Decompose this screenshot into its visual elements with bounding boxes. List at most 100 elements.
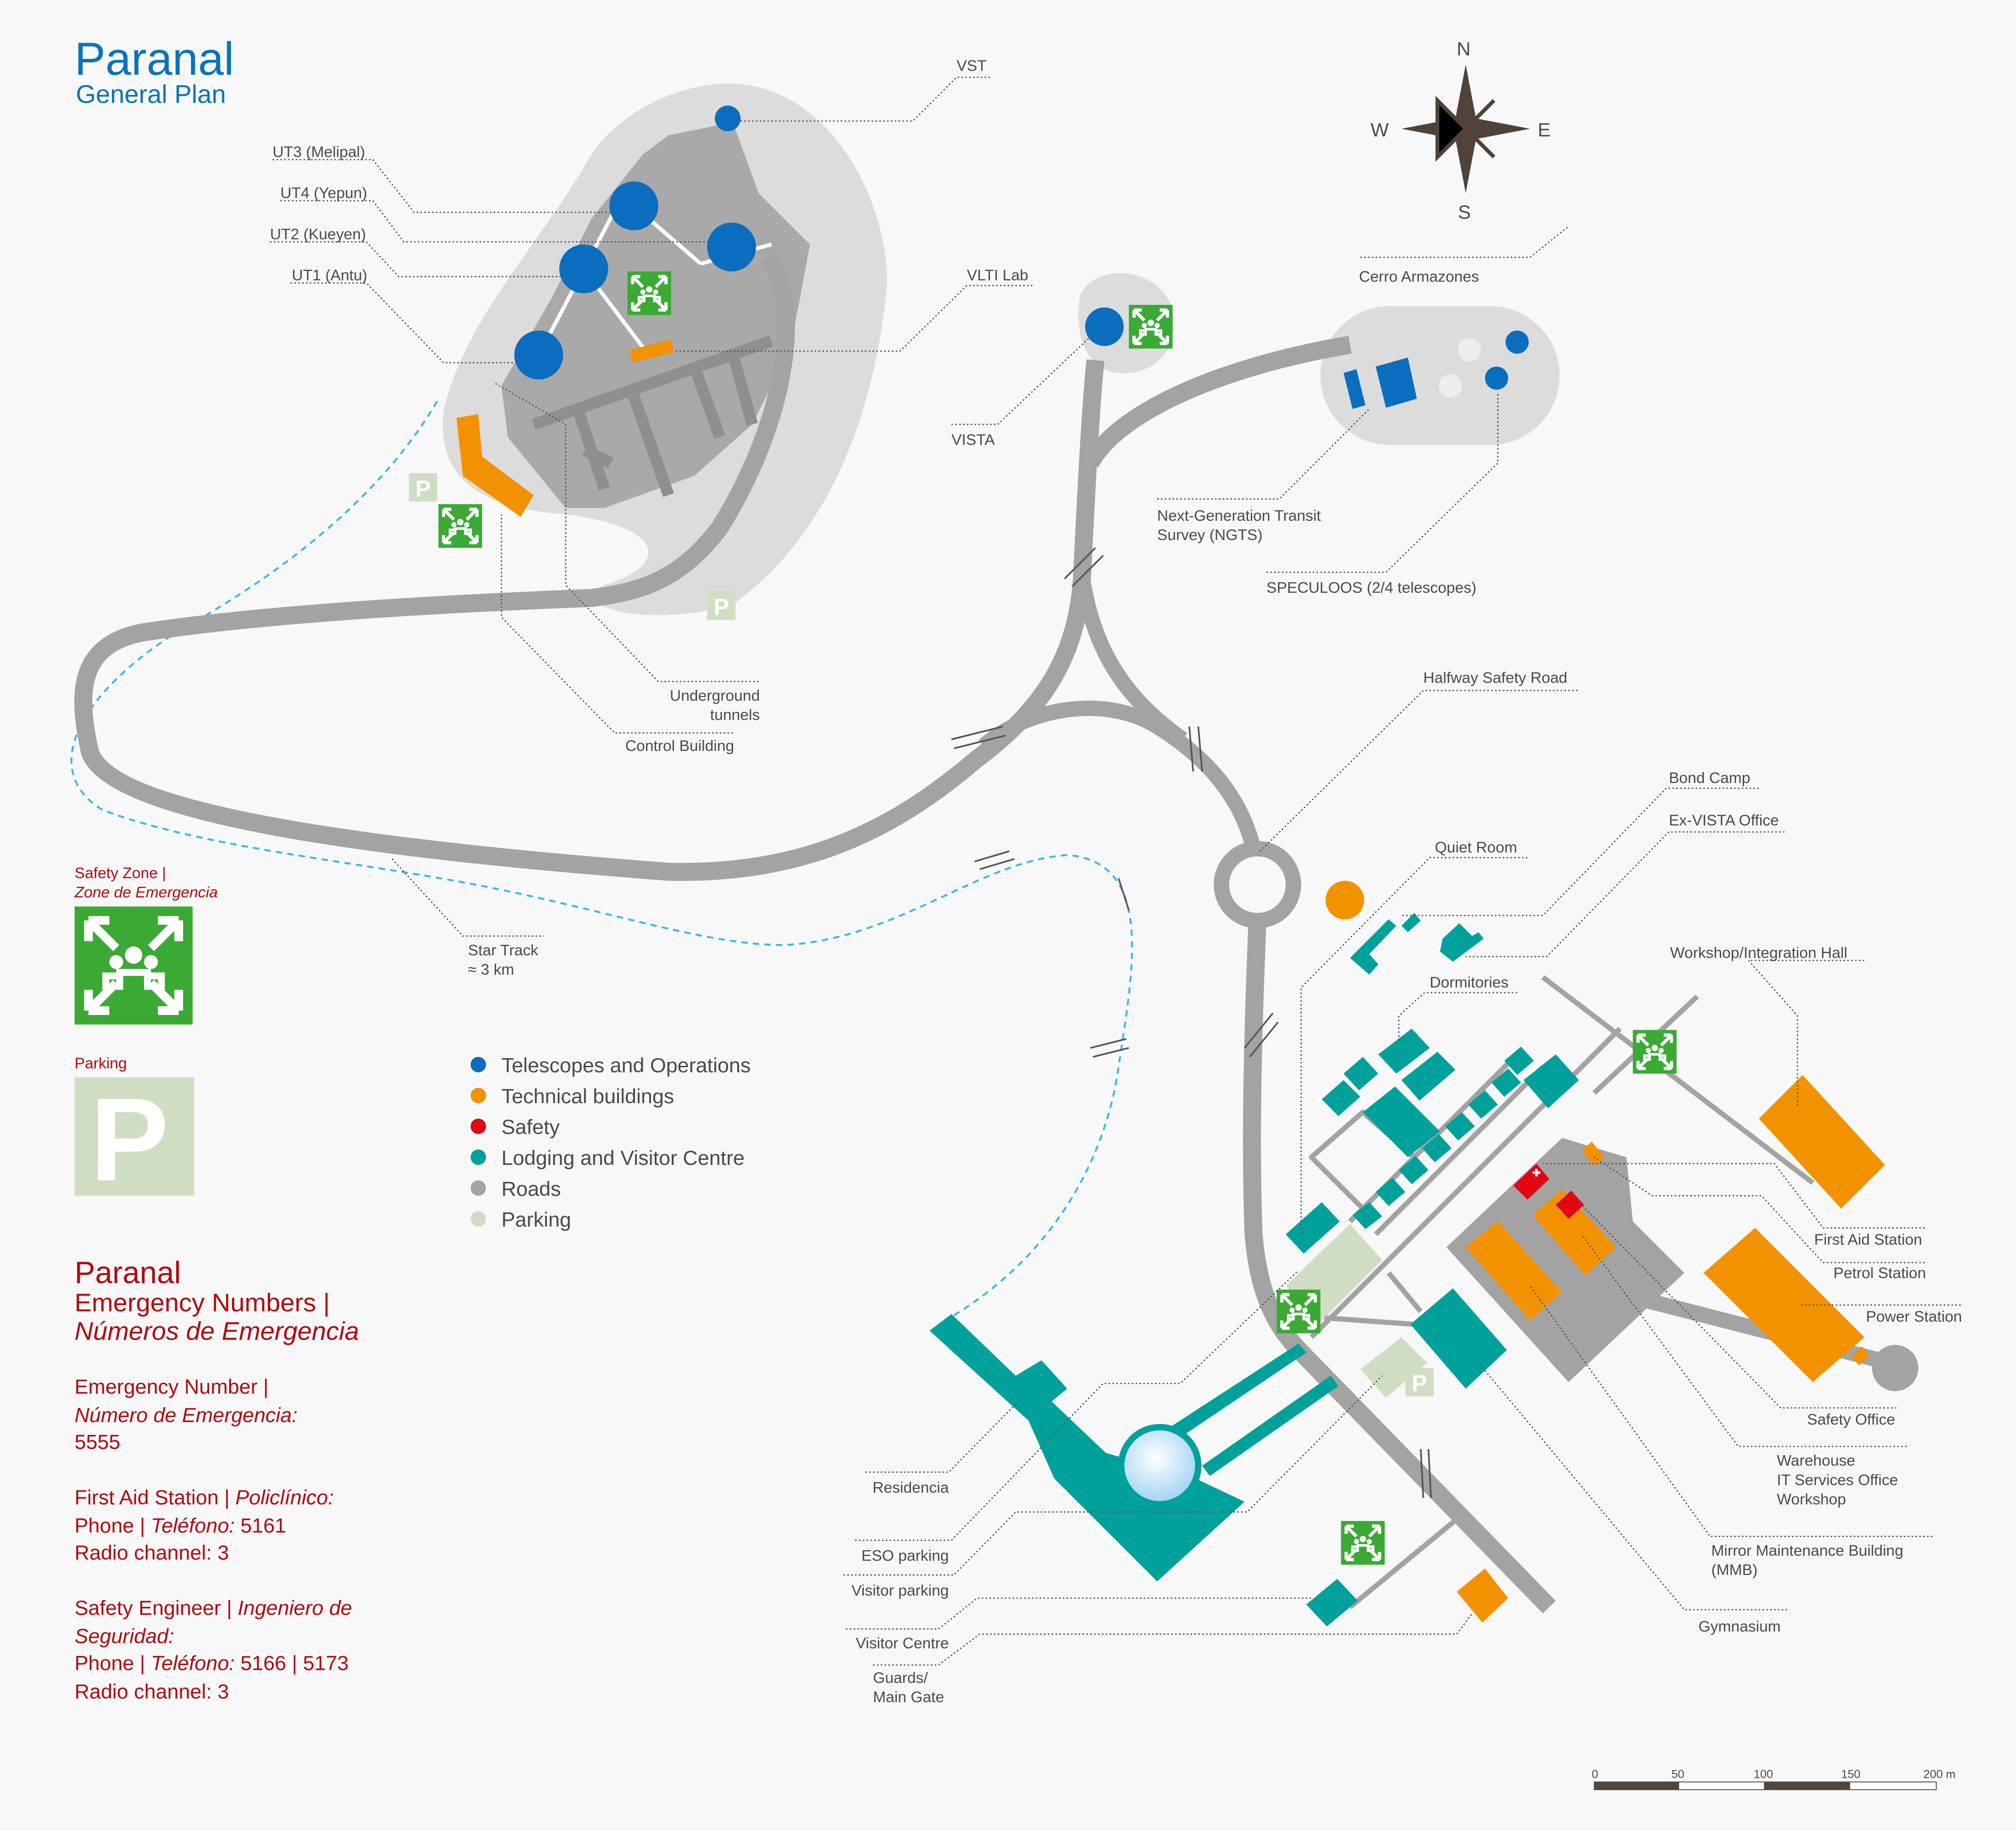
compass-n: N xyxy=(1457,38,1470,60)
ut4-telescope xyxy=(707,222,756,272)
legend-item: Lodging and Visitor Centre xyxy=(502,1146,745,1169)
ut2-telescope xyxy=(559,244,608,293)
label-ut1: UT1 (Antu) xyxy=(292,267,368,284)
first-aid-heading: First Aid Station | Policlínico: xyxy=(75,1485,334,1509)
label-it-services: IT Services Office xyxy=(1777,1472,1898,1489)
safety-zone-icon xyxy=(1633,1030,1676,1074)
label-vista: VISTA xyxy=(951,432,995,449)
label-halfway: Halfway Safety Road xyxy=(1423,669,1567,686)
emergency-numbers: Paranal Emergency Numbers | Números de E… xyxy=(75,1256,359,1703)
legend-item: Parking xyxy=(502,1208,571,1231)
legend-telescopes-icon xyxy=(470,1057,486,1073)
safety-zone-icon xyxy=(1341,1521,1385,1565)
label-eso-parking: ESO parking xyxy=(862,1548,949,1565)
label-ngts: Next-Generation Transit xyxy=(1157,507,1321,524)
safety-zone-icon xyxy=(627,271,671,315)
visitor-centre xyxy=(1306,1578,1358,1627)
telescopes xyxy=(514,105,1529,409)
compass-s: S xyxy=(1458,201,1471,223)
label-ut2: UT2 (Kueyen) xyxy=(270,226,366,243)
dorms xyxy=(1321,1028,1456,1158)
label-speculoos: SPECULOOS (2/4 telescopes) xyxy=(1266,579,1476,596)
technical-area xyxy=(1446,1138,1685,1382)
ngts-building xyxy=(1343,357,1417,409)
guards-gate xyxy=(1457,1568,1508,1623)
power-station xyxy=(1703,1228,1865,1382)
label-warehouse: Warehouse xyxy=(1777,1452,1855,1469)
bond-camp xyxy=(1350,913,1421,975)
vlti-lab xyxy=(630,339,674,363)
legend-safety-zone: Safety Zone | xyxy=(75,865,166,882)
label-vlti-lab: VLTI Lab xyxy=(967,267,1028,284)
label-tunnels: Underground xyxy=(670,688,760,705)
label-petrol: Petrol Station xyxy=(1834,1265,1926,1282)
pool xyxy=(1118,1424,1202,1508)
legend-parking: Parking xyxy=(75,1055,127,1072)
label-cerro: Cerro Armazones xyxy=(1359,269,1479,286)
visitor-parking xyxy=(1360,1337,1427,1398)
safety-engineer-heading: Safety Engineer | Ingeniero de xyxy=(75,1596,352,1619)
label-guards-2: Main Gate xyxy=(873,1689,944,1706)
label-control: Control Building xyxy=(625,738,735,755)
legend-parking-dot-icon xyxy=(470,1211,486,1227)
emergency-subtitle-es: Números de Emergencia xyxy=(75,1316,359,1345)
ngts-hill xyxy=(1320,306,1560,445)
legend-item: Roads xyxy=(502,1177,561,1200)
emergency-number: 5555 xyxy=(75,1430,121,1454)
label-safety-office: Safety Office xyxy=(1807,1411,1895,1428)
star-track xyxy=(70,401,1133,1325)
workshop-hall xyxy=(1759,1075,1885,1209)
legend-item: Safety xyxy=(502,1115,560,1139)
first-aid-radio: Radio channel: 3 xyxy=(75,1541,229,1564)
label-guards: Guards/ xyxy=(873,1670,928,1687)
safety-zone-icon xyxy=(438,504,482,548)
label-quiet: Quiet Room xyxy=(1435,839,1517,856)
leader-lines xyxy=(270,77,1961,1666)
legend-lodging-icon xyxy=(470,1149,486,1165)
label-vst: VST xyxy=(956,58,986,75)
compass-icon xyxy=(1401,64,1530,193)
scale-tick: 150 xyxy=(1841,1768,1861,1781)
scale-bar: 0 50 100 150 200 m xyxy=(1592,1768,1955,1790)
label-tunnels-2: tunnels xyxy=(710,707,760,724)
label-workshop: Workshop xyxy=(1777,1491,1846,1508)
first-aid-station xyxy=(1513,1164,1584,1219)
label-ngts-2: Survey (NGTS) xyxy=(1157,527,1263,544)
legend: Telescopes and Operations Technical buil… xyxy=(470,1053,751,1231)
label-visitor-parking: Visitor parking xyxy=(851,1582,949,1599)
safety-engineer-heading-2: Seguridad: xyxy=(75,1624,174,1648)
scale-tick: 50 xyxy=(1671,1768,1684,1781)
map-labels: VST UT3 (Melipal) UT4 (Yepun) UT2 (Kueye… xyxy=(270,58,1962,1706)
label-first-aid: First Aid Station xyxy=(1814,1231,1922,1248)
label-mmb-2: (MMB) xyxy=(1711,1562,1757,1579)
parking-icon xyxy=(707,591,736,620)
legend-safety-icon xyxy=(470,1119,486,1134)
scale-tick: 200 m xyxy=(1923,1768,1955,1781)
legend-technical-icon xyxy=(470,1087,486,1103)
legend-safety-zone-icon xyxy=(75,906,193,1024)
roads xyxy=(74,252,1918,1614)
legend-item: Technical buildings xyxy=(502,1084,674,1108)
emergency-subtitle: Emergency Numbers | xyxy=(75,1288,330,1317)
label-exvista: Ex-VISTA Office xyxy=(1669,812,1779,829)
safety-engineer-radio: Radio channel: 3 xyxy=(75,1680,229,1703)
vst-telescope xyxy=(715,105,741,132)
legend-item: Telescopes and Operations xyxy=(502,1053,751,1077)
first-aid-phone: Phone | Teléfono: 5161 xyxy=(75,1514,286,1537)
legend-roads-icon xyxy=(470,1180,486,1196)
label-bond: Bond Camp xyxy=(1669,770,1751,787)
safety-engineer-phone: Phone | Teléfono: 5166 | 5173 xyxy=(75,1651,349,1675)
scale-tick: 100 xyxy=(1754,1768,1773,1781)
petrol-station xyxy=(1581,1142,1605,1165)
label-power: Power Station xyxy=(1866,1308,1962,1325)
parking-icon xyxy=(1405,1368,1434,1396)
parking-icon xyxy=(409,473,437,502)
quiet-room xyxy=(1326,881,1364,920)
label-dorms: Dormitories xyxy=(1430,974,1508,991)
emergency-number-label: Emergency Number | xyxy=(75,1375,269,1398)
safety-zone-icon xyxy=(1129,305,1172,348)
label-workshop-hall: Workshop/Integration Hall xyxy=(1670,945,1847,962)
emergency-title: Paranal xyxy=(75,1256,181,1290)
label-ut4: UT4 (Yepun) xyxy=(280,185,367,202)
